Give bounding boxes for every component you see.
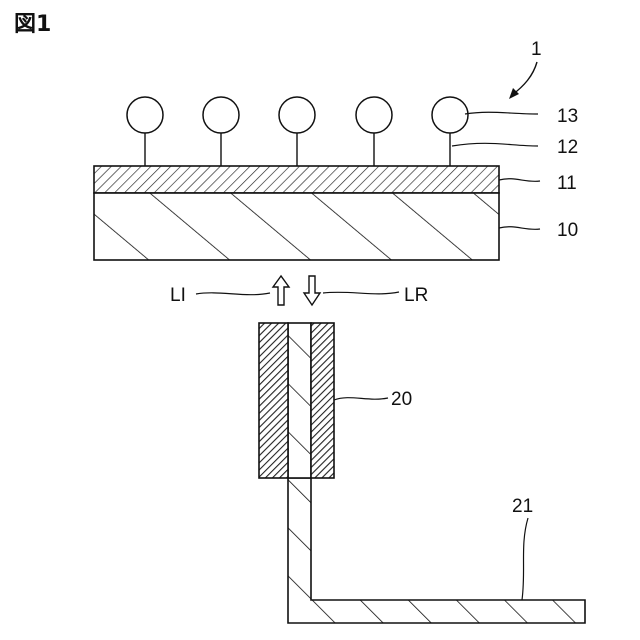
label-substrate-10: 10: [557, 220, 578, 241]
fiber-21: [288, 478, 585, 623]
label-fiber-21: 21: [512, 496, 533, 517]
spheres-group: [127, 97, 468, 166]
substrate-10: [94, 193, 499, 260]
leader-LR: [323, 292, 399, 294]
sphere-2: [203, 97, 239, 166]
label-sphere-13: 13: [557, 106, 578, 127]
sphere-circle-4: [356, 97, 392, 133]
label-layer-11: 11: [557, 173, 577, 194]
leader-10: [499, 227, 540, 230]
label-device: 1: [531, 39, 542, 60]
reflected-light-arrow: [304, 276, 320, 305]
leader-11: [499, 179, 540, 182]
sphere-4: [356, 97, 392, 166]
sphere-circle-1: [127, 97, 163, 133]
incident-light-arrow: [273, 276, 289, 305]
sphere-circle-3: [279, 97, 315, 133]
label-stem-12: 12: [557, 137, 578, 158]
sphere-circle-2: [203, 97, 239, 133]
label-incident-light: LI: [170, 285, 186, 306]
upper-layer-11: [94, 166, 499, 193]
label-reflected-light: LR: [404, 285, 428, 306]
figure-title: 図1: [14, 12, 51, 37]
sleeve-20-left: [259, 323, 288, 478]
leader-20: [334, 398, 388, 400]
sphere-1: [127, 97, 163, 166]
fiber-core-in-sleeve: [288, 323, 311, 478]
sphere-5: [432, 97, 468, 166]
leader-13: [465, 112, 538, 114]
leader-12: [452, 143, 538, 146]
leader-21: [522, 518, 528, 600]
leader-LI: [196, 293, 270, 295]
sphere-3: [279, 97, 315, 166]
sleeve-20-right: [311, 323, 334, 478]
sphere-circle-5: [432, 97, 468, 133]
label-sleeve-20: 20: [391, 389, 412, 410]
device-arrow-curve: [512, 62, 537, 95]
